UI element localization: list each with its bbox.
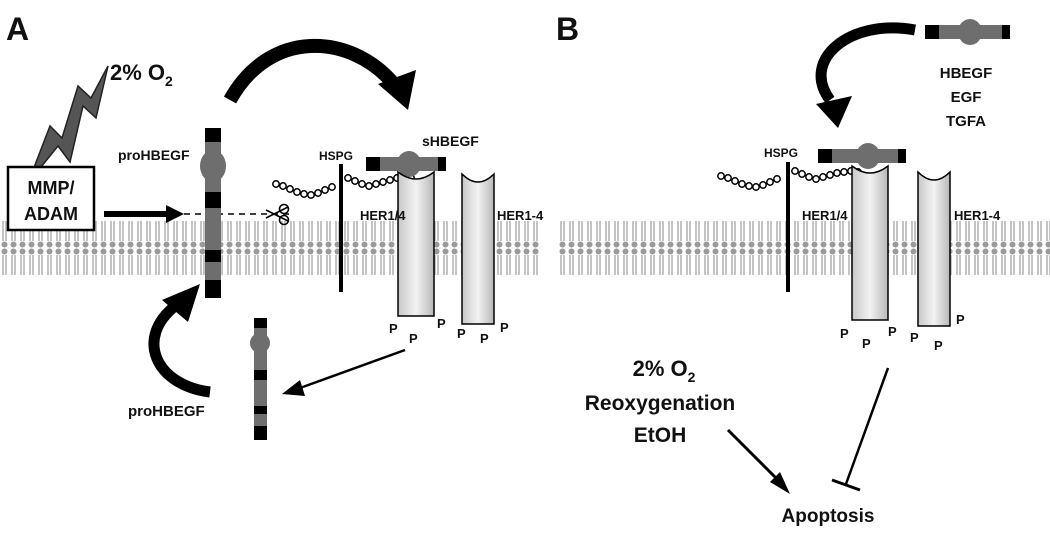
p-mark: P — [910, 330, 919, 345]
inhibition-line — [844, 367, 890, 485]
hspg-label-a: HSPG — [319, 149, 353, 163]
p-mark: P — [437, 316, 446, 331]
signal-arrow-to-prohbegf — [299, 348, 406, 390]
phosphorylation-marks-b: P P P P P P — [840, 312, 965, 353]
shbegf-ligand — [366, 151, 446, 177]
stress-to-apoptosis-arrow — [726, 428, 780, 482]
mmp-label-line2: ADAM — [24, 204, 78, 224]
phosphorylation-marks-a: P P P P P P — [389, 316, 509, 346]
hspg-label-b: HSPG — [764, 146, 798, 160]
her14-label-a: HER1/4 — [360, 208, 406, 223]
signal-arrow-head — [282, 380, 305, 396]
heparan-sulfate-chains-a — [272, 173, 415, 199]
oxygen-label-a: 2% O2 — [110, 60, 173, 89]
prohbegf-bottom-label: proHBEGF — [128, 403, 205, 420]
ligand-binding-arrow-head — [816, 96, 852, 128]
stress-etoh-label: EtOH — [634, 424, 687, 447]
bound-ligand-b — [818, 143, 906, 169]
p-mark: P — [862, 336, 871, 351]
ligand-label-hbegf: HBEGF — [940, 65, 993, 82]
prohbegf-intracellular-molecule — [250, 318, 270, 440]
panel-b-label: B — [556, 11, 579, 47]
her1to4-receptor-b — [917, 170, 951, 327]
her14-label-b: HER1/4 — [802, 208, 848, 223]
inhibition-bar — [831, 478, 861, 492]
prohbegf-membrane-molecule — [200, 128, 226, 298]
ligand-label-tgfa: TGFA — [946, 113, 986, 130]
scissors-icon — [265, 203, 290, 226]
p-mark: P — [934, 338, 943, 353]
panel-a: A 2% O2 MMP/ ADAM proHBEGF — [0, 11, 544, 440]
prohbegf-top-label: proHBEGF — [118, 147, 190, 163]
shedding-curved-arrow — [223, 39, 398, 104]
mmp-adam-box — [6, 165, 96, 232]
her1to4-label-b: HER1-4 — [954, 208, 1001, 223]
p-mark: P — [409, 331, 418, 346]
apoptosis-label: Apoptosis — [782, 506, 875, 527]
her1to4-label-a: HER1-4 — [497, 208, 544, 223]
p-mark: P — [457, 326, 466, 341]
recycle-arrow-head — [162, 284, 200, 322]
p-mark: P — [888, 324, 897, 339]
panel-a-label: A — [6, 11, 29, 47]
her14-receptor-a — [397, 170, 435, 317]
stress-oxygen-label: 2% O2 — [633, 356, 696, 385]
p-mark: P — [840, 326, 849, 341]
p-mark: P — [480, 331, 489, 346]
membrane-bilayer-b — [558, 214, 1050, 276]
p-mark: P — [956, 312, 965, 327]
mmp-arrow-head — [166, 205, 184, 223]
stress-arrow-head — [770, 472, 790, 494]
her14-receptor-b — [851, 164, 889, 321]
p-mark: P — [389, 321, 398, 336]
her1to4-receptor-a — [461, 172, 495, 325]
soluble-ligand-top — [925, 19, 1010, 45]
recycle-curved-arrow — [148, 301, 211, 398]
panel-b: B HBEGF EGF TGFA HSPG — [556, 11, 1050, 527]
ligand-binding-curved-arrow — [815, 22, 916, 104]
shedding-arrow-head — [378, 70, 416, 110]
shbegf-label: sHBEGF — [422, 133, 479, 149]
mmp-label-line1: MMP/ — [28, 178, 75, 198]
p-mark: P — [500, 320, 509, 335]
ligand-label-egf: EGF — [951, 89, 982, 106]
lightning-bolt-icon — [27, 65, 109, 184]
stress-reoxygenation-label: Reoxygenation — [585, 392, 736, 415]
